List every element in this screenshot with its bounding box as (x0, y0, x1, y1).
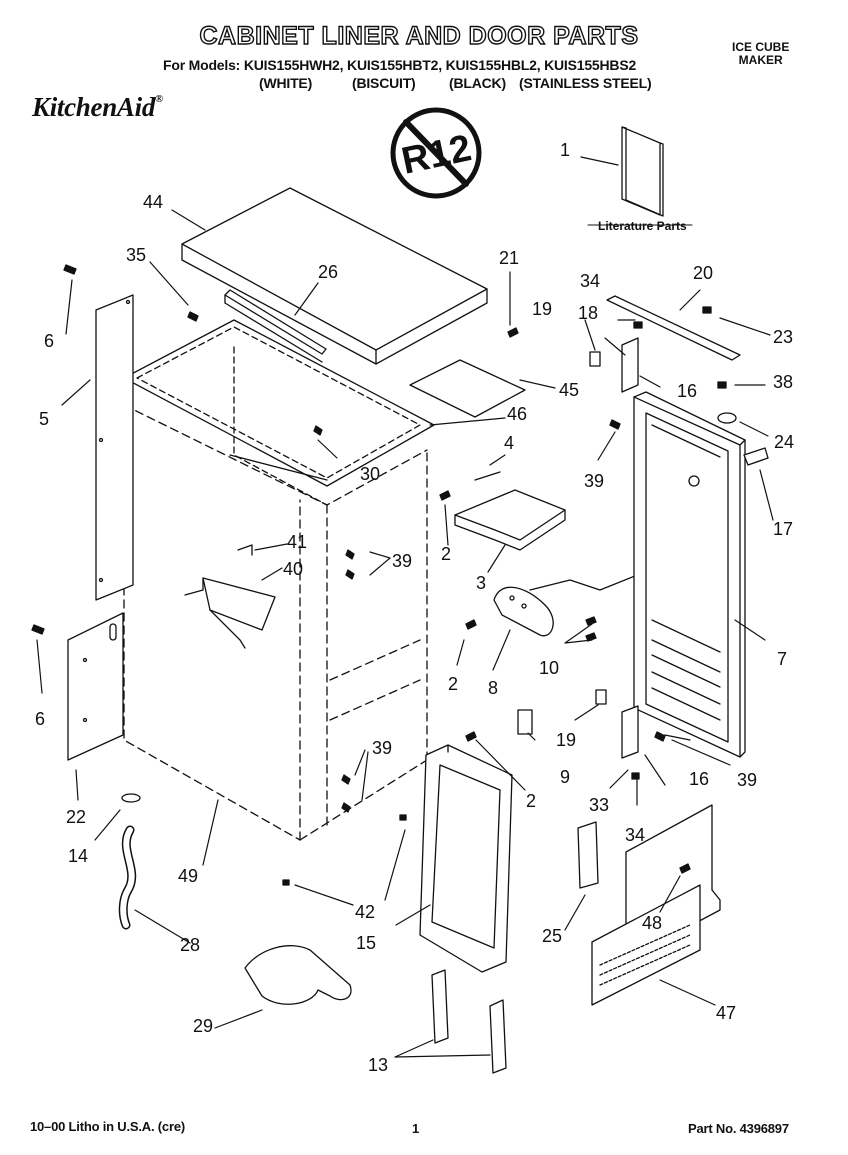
callout-45: 45 (559, 380, 580, 400)
leader-lines (37, 157, 773, 1057)
hinge-cap (718, 413, 736, 423)
callout-2: 2 (448, 674, 459, 694)
door-assembly (634, 392, 745, 757)
models-line: For Models: KUIS155HWH2, KUIS155HBT2, KU… (163, 57, 637, 73)
drain-cap (122, 794, 140, 802)
fastener-screws (32, 265, 726, 885)
footer-part-number: Part No. 4396897 (688, 1121, 789, 1136)
ice-scoop (245, 946, 351, 1005)
callout-29: 29 (193, 1016, 214, 1036)
callout-23: 23 (773, 327, 794, 347)
callout-15: 15 (356, 933, 377, 953)
dispenser-housing (494, 570, 650, 636)
callout-2: 2 (526, 791, 537, 811)
category-label: ICE CUBE MAKER (732, 41, 789, 67)
literature-booklet (588, 127, 692, 225)
callout-6: 6 (35, 709, 46, 729)
callout-28: 28 (180, 935, 201, 955)
callout-3: 3 (476, 573, 487, 593)
callout-49: 49 (178, 866, 199, 886)
literature-parts-label: Literature Parts (598, 219, 687, 233)
callout-30: 30 (360, 464, 381, 484)
hinge-plate-upper (590, 352, 600, 366)
footer-page-number: 1 (412, 1121, 420, 1136)
door-top-strip (607, 296, 740, 360)
callout-20: 20 (693, 263, 714, 283)
callout-8: 8 (488, 678, 499, 698)
toe-grille (592, 805, 720, 1005)
callout-25: 25 (542, 926, 563, 946)
callout-33: 33 (589, 795, 610, 815)
category-line-1: ICE CUBE (732, 40, 790, 54)
callout-14: 14 (68, 846, 89, 866)
callout-39: 39 (737, 770, 758, 790)
callout-16: 16 (677, 381, 698, 401)
strip-right (490, 1000, 506, 1073)
top-panel (182, 188, 487, 364)
callout-1: 1 (560, 140, 571, 160)
callout-17: 17 (773, 519, 794, 539)
callout-22: 22 (66, 807, 87, 827)
callout-16: 16 (689, 769, 710, 789)
brand-name: KitchenAid (32, 92, 156, 122)
insulation-pad (410, 360, 525, 417)
door-tag (744, 448, 768, 465)
callout-4: 4 (504, 433, 515, 453)
callout-34: 34 (625, 825, 646, 845)
callout-44: 44 (143, 192, 164, 212)
ice-chute (455, 472, 565, 550)
callout-2: 2 (441, 544, 452, 564)
callout-18: 18 (578, 303, 599, 323)
r12-badge-icon: R12 (393, 110, 479, 196)
callout-47: 47 (716, 1003, 737, 1023)
callout-9: 9 (560, 767, 571, 787)
upper-hinge (622, 338, 638, 392)
callout-34: 34 (580, 271, 601, 291)
ice-deflector (185, 545, 275, 648)
door-gasket (420, 745, 512, 972)
callout-39: 39 (372, 738, 393, 758)
strip-left (432, 970, 448, 1043)
callout-40: 40 (283, 559, 304, 579)
callout-41: 41 (287, 532, 308, 552)
color-white: (WHITE) (259, 75, 313, 91)
callout-21: 21 (499, 248, 520, 268)
liner-top-frame (124, 320, 434, 505)
callout-48: 48 (642, 913, 663, 933)
toe-grille-bracket (578, 822, 598, 888)
callout-13: 13 (368, 1055, 389, 1075)
door-latch (518, 710, 532, 734)
registered-mark: ® (155, 93, 163, 105)
lower-hinge (622, 706, 638, 758)
r12-badge-text: R12 (398, 127, 475, 183)
side-trim-panel (96, 295, 133, 600)
callout-6: 6 (44, 331, 55, 351)
page-title: CABINET LINER AND DOOR PARTS (199, 22, 639, 50)
hinge-plate-lower (596, 690, 606, 704)
color-black: (BLACK) (449, 75, 506, 91)
color-biscuit: (BISCUIT) (352, 75, 416, 91)
callout-42: 42 (355, 902, 376, 922)
color-stainless: (STAINLESS STEEL) (519, 75, 652, 91)
cabinet-liner-box (124, 405, 427, 840)
callout-35: 35 (126, 245, 147, 265)
callout-46: 46 (507, 404, 528, 424)
callout-38: 38 (773, 372, 794, 392)
callout-26: 26 (318, 262, 339, 282)
callout-19: 19 (532, 299, 553, 319)
callout-19: 19 (556, 730, 577, 750)
brand-logo: KitchenAid® (32, 94, 163, 121)
lower-side-plate (68, 613, 123, 760)
callout-7: 7 (777, 649, 788, 669)
callout-5: 5 (39, 409, 50, 429)
footer-litho: 10–00 Litho in U.S.A. (cre) (30, 1119, 185, 1134)
callout-39: 39 (392, 551, 413, 571)
category-line-2: MAKER (738, 53, 783, 67)
callout-10: 10 (539, 658, 560, 678)
front-rail (225, 290, 326, 362)
callout-24: 24 (774, 432, 795, 452)
callout-39: 39 (584, 471, 605, 491)
